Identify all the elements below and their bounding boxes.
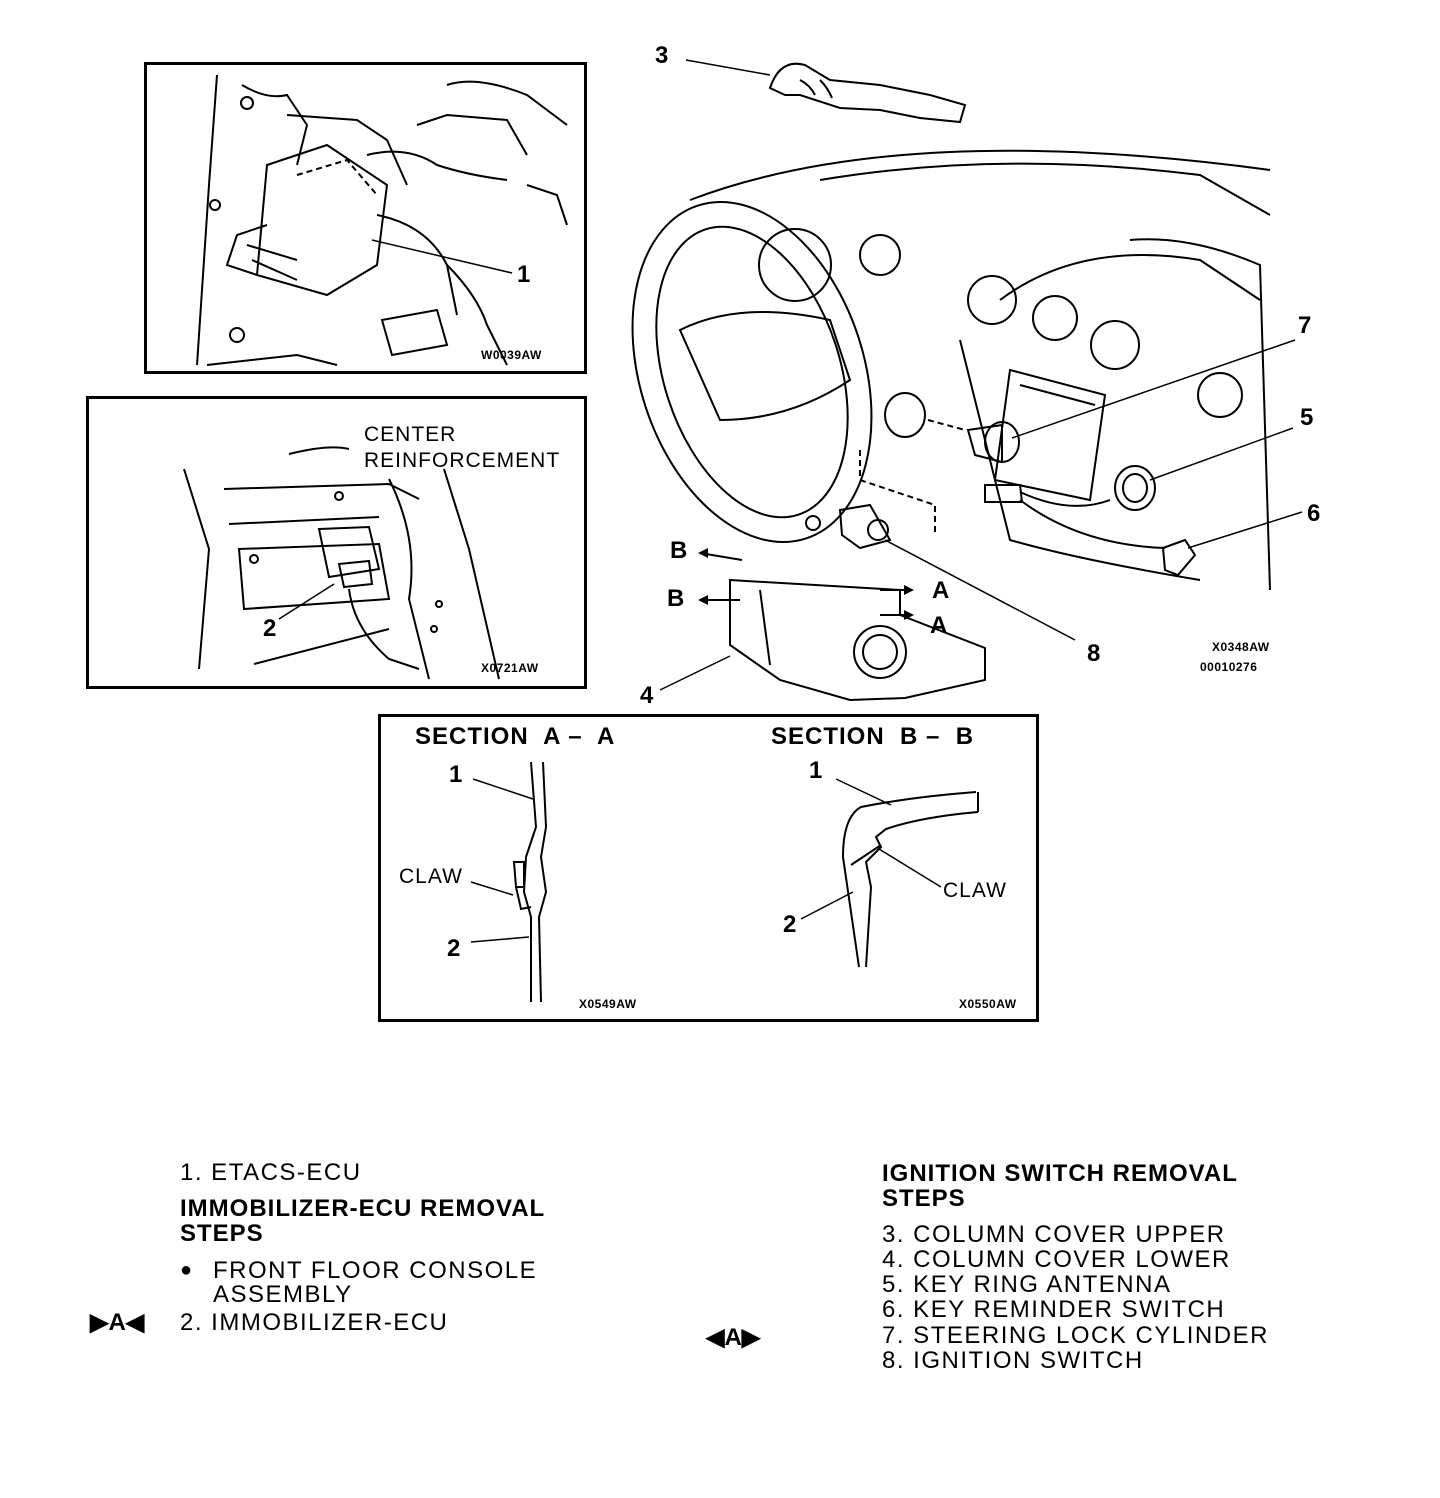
etacs-figure-code: W0039AW: [481, 348, 542, 362]
sections-panel: SECTION A – A SECTION B – B 1 CLAW 2 1 C…: [378, 714, 1039, 1022]
section-marker-b-upper: B: [670, 537, 688, 564]
bullet-icon: ●: [180, 1259, 194, 1281]
steering-column-illustration: [631, 59, 1303, 702]
ignition-removal-heading-line2: STEPS: [882, 1185, 966, 1212]
immobilizer-ecu-panel: CENTER REINFORCEMENT 2 X0721AW: [86, 396, 587, 689]
section-a-callout-2: 2: [447, 935, 461, 962]
step-column-cover-upper: 3. COLUMN COVER UPPER: [882, 1221, 1226, 1248]
immobilizer-removal-heading-line1: IMMOBILIZER-ECU REMOVAL: [180, 1195, 546, 1222]
section-b-callout-1: 1: [809, 757, 823, 784]
service-point-a-marker-icon: ▶A◀: [90, 1309, 145, 1336]
section-a-title: SECTION A – A: [415, 723, 616, 750]
callout-8: 8: [1087, 640, 1101, 667]
step-immobilizer-ecu: 2. IMMOBILIZER-ECU: [180, 1309, 449, 1336]
etacs-ecu-panel: 1 W0039AW: [144, 62, 587, 374]
callout-5: 5: [1300, 404, 1314, 431]
etacs-leader-line: [371, 239, 513, 274]
immobilizer-removal-heading-line2: STEPS: [180, 1220, 264, 1247]
callout-3: 3: [655, 42, 669, 69]
step-column-cover-lower: 4. COLUMN COVER LOWER: [882, 1246, 1231, 1273]
section-marker-b-lower: B: [667, 585, 685, 612]
steering-figure-code-2: 00010276: [1200, 660, 1258, 674]
section-a-callout-1: 1: [449, 761, 463, 788]
step-front-floor-console-line1: FRONT FLOOR CONSOLE: [213, 1257, 538, 1284]
step-front-floor-console-line2: ASSEMBLY: [213, 1281, 353, 1308]
section-b-figure-code: X0550AW: [959, 997, 1017, 1011]
etacs-callout-1: 1: [517, 261, 531, 288]
immobilizer-figure-code: X0721AW: [481, 661, 539, 675]
section-marker-a-lower: A: [930, 612, 948, 639]
step-key-reminder-switch: 6. KEY REMINDER SWITCH: [882, 1296, 1226, 1323]
step-key-ring-antenna: 5. KEY RING ANTENNA: [882, 1271, 1172, 1298]
immobilizer-ecu-illustration: [183, 446, 500, 680]
immobilizer-callout-2: 2: [263, 615, 277, 642]
callout-6: 6: [1307, 500, 1321, 527]
steering-figure-code: X0348AW: [1212, 640, 1270, 654]
ignition-removal-heading-line1: IGNITION SWITCH REMOVAL: [882, 1160, 1238, 1187]
section-marker-a-upper: A: [932, 577, 950, 604]
legend-item-etacs-ecu: 1. ETACS-ECU: [180, 1159, 362, 1186]
service-point-a-marker-icon-right: ◀A▶: [706, 1324, 761, 1351]
step-steering-lock-cylinder: 7. STEERING LOCK CYLINDER: [882, 1322, 1269, 1349]
center-reinforcement-label-line2: REINFORCEMENT: [364, 449, 561, 472]
callout-7: 7: [1298, 312, 1312, 339]
callout-4: 4: [640, 682, 654, 709]
section-a-claw-label: CLAW: [399, 865, 463, 888]
section-a-figure-code: X0549AW: [579, 997, 637, 1011]
section-b-title: SECTION B – B: [771, 723, 975, 750]
section-b-claw-label: CLAW: [943, 879, 1007, 902]
sections-illustration: [470, 761, 979, 1003]
center-reinforcement-label-line1: CENTER: [364, 423, 457, 446]
etacs-ecu-illustration: [196, 74, 568, 366]
section-b-callout-2: 2: [783, 911, 797, 938]
step-ignition-switch: 8. IGNITION SWITCH: [882, 1347, 1144, 1374]
